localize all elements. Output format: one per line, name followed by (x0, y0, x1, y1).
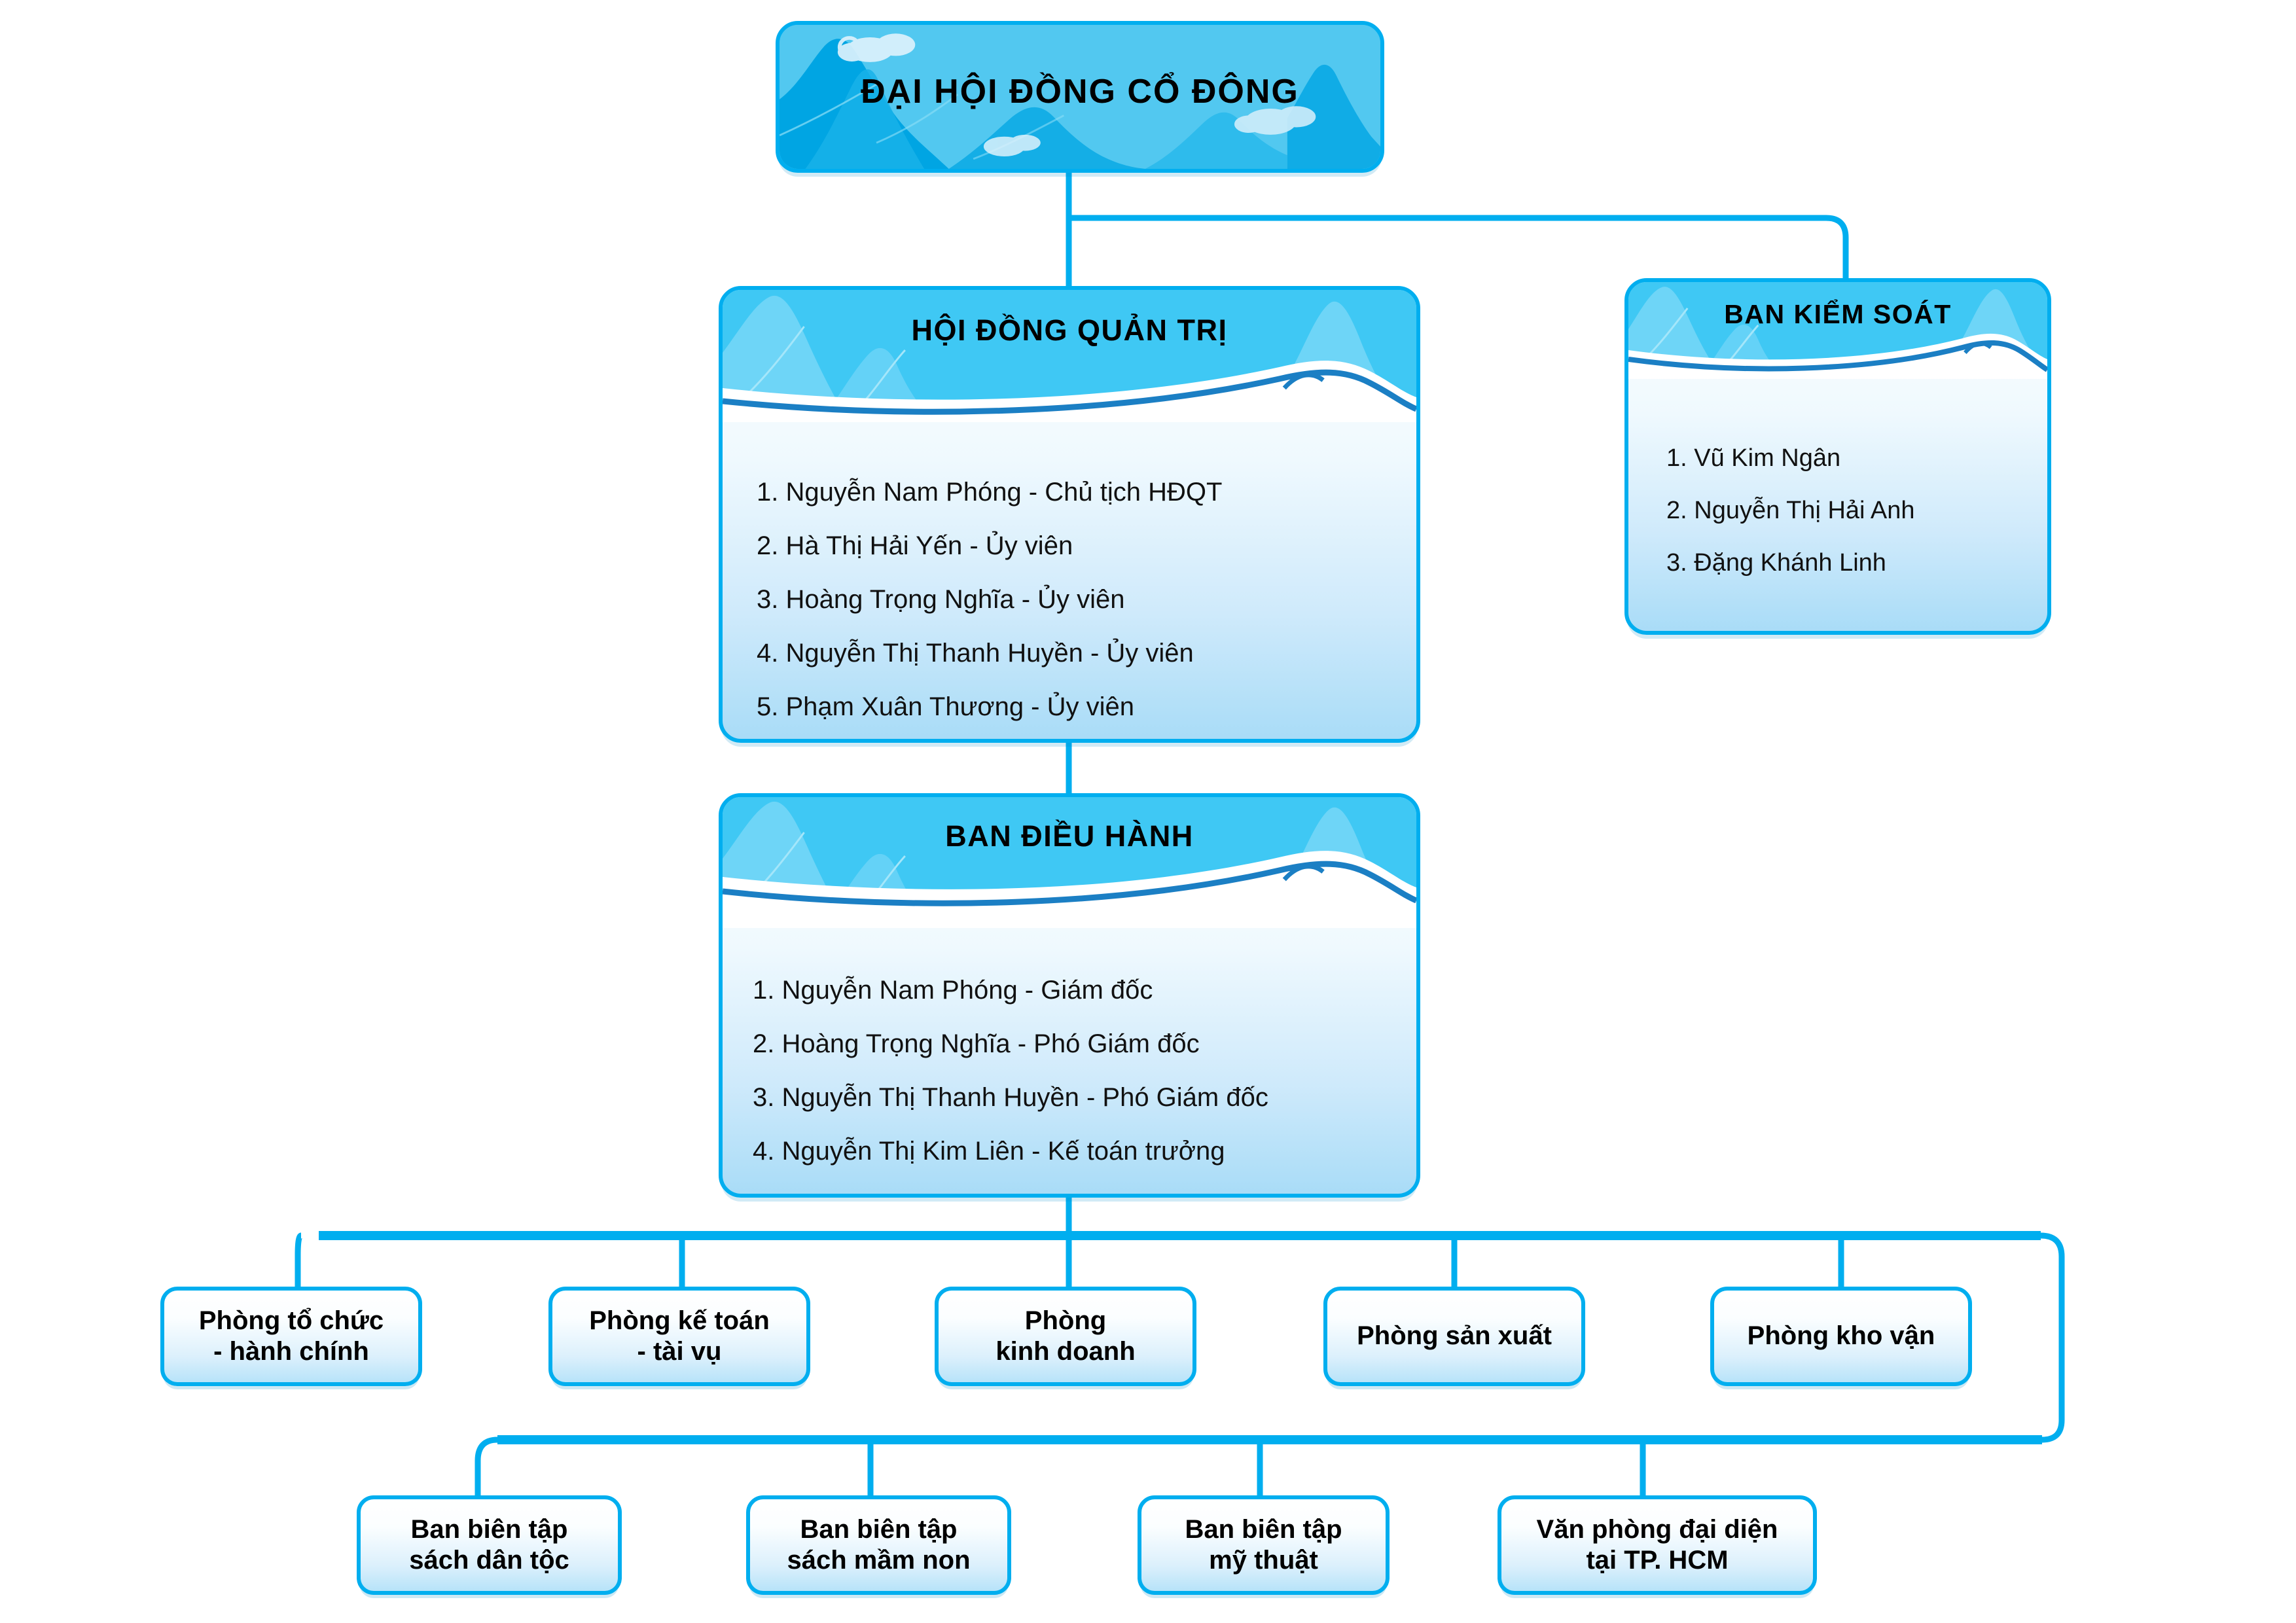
list-item: 3. Nguyễn Thị Thanh Huyền - Phó Giám đốc (753, 1083, 1268, 1112)
department-label-line1: Phòng (1024, 1306, 1107, 1335)
unit-label: Ban biên tập sách mầm non (780, 1514, 977, 1576)
department-label: Phòng kế toán - tài vụ (583, 1306, 776, 1367)
list-item: 2. Nguyễn Thị Hải Anh (1666, 496, 1915, 524)
node-board-of-directors[interactable]: HỘI ĐỒNG QUẢN TRỊ 1. Nguyễn Nam Phóng - … (719, 286, 1420, 743)
supervisory-header-band: BAN KIỂM SOÁT (1628, 282, 2047, 379)
list-item: 3. Hoàng Trọng Nghĩa - Ủy viên (757, 585, 1125, 614)
department-label: Phòng kinh doanh (989, 1306, 1141, 1367)
supervisory-member-list: 1. Vũ Kim Ngân 2. Nguyễn Thị Hải Anh 3. … (1628, 379, 2047, 589)
node-unit-preschool-book-editorial[interactable]: Ban biên tập sách mầm non (746, 1495, 1011, 1595)
node-unit-ethnic-book-editorial[interactable]: Ban biên tập sách dân tộc (357, 1495, 622, 1595)
supervisory-title: BAN KIỂM SOÁT (1724, 299, 1952, 329)
list-item: 2. Hà Thị Hải Yến - Ủy viên (757, 531, 1073, 560)
board-member-list: 1. Nguyễn Nam Phóng - Chủ tịch HĐQT 2. H… (723, 422, 1416, 734)
department-label-line1: Phòng kế toán (589, 1306, 770, 1335)
mountain-wave-art (1628, 282, 2047, 379)
node-shareholders-title: ĐẠI HỘI ĐỒNG CỔ ĐÔNG (861, 73, 1299, 111)
list-item: 4. Nguyễn Thị Thanh Huyền - Ủy viên (757, 639, 1194, 668)
node-department-business[interactable]: Phòng kinh doanh (935, 1287, 1196, 1386)
department-label: Phòng kho vận (1741, 1321, 1942, 1351)
board-title: HỘI ĐỒNG QUẢN TRỊ (911, 313, 1228, 347)
department-label-line1: Phòng kho vận (1747, 1321, 1935, 1351)
department-label-line2: kinh doanh (996, 1337, 1136, 1366)
list-item: 1. Nguyễn Nam Phóng - Giám đốc (753, 976, 1153, 1005)
list-item: 3. Đặng Khánh Linh (1666, 548, 1886, 577)
unit-label-line1: Ban biên tập (410, 1514, 568, 1544)
list-item: 2. Hoàng Trọng Nghĩa - Phó Giám đốc (753, 1029, 1200, 1058)
node-department-accounting-finance[interactable]: Phòng kế toán - tài vụ (548, 1287, 810, 1386)
node-department-organization-admin[interactable]: Phòng tổ chức - hành chính (160, 1287, 422, 1386)
unit-label-line2: sách mầm non (787, 1546, 971, 1575)
department-label: Phòng tổ chức - hành chính (192, 1306, 390, 1367)
executive-header-band: BAN ĐIỀU HÀNH (723, 797, 1416, 928)
unit-label: Ban biên tập mỹ thuật (1178, 1514, 1348, 1576)
node-shareholders-assembly[interactable]: ĐẠI HỘI ĐỒNG CỔ ĐÔNG (776, 21, 1384, 173)
hero-mountain-cloud-art (780, 25, 1380, 169)
node-supervisory-board[interactable]: BAN KIỂM SOÁT 1. Vũ Kim Ngân 2. Nguyễn T… (1624, 278, 2051, 635)
unit-label-line2: mỹ thuật (1209, 1546, 1318, 1575)
department-label: Phòng sản xuất (1350, 1321, 1558, 1351)
executive-title: BAN ĐIỀU HÀNH (945, 819, 1194, 853)
department-label-line2: - tài vụ (637, 1337, 722, 1366)
unit-label-line1: Văn phòng đại diện (1536, 1514, 1778, 1544)
node-department-warehouse-logistics[interactable]: Phòng kho vận (1710, 1287, 1972, 1386)
list-item: 1. Nguyễn Nam Phóng - Chủ tịch HĐQT (757, 478, 1223, 507)
node-unit-fine-arts-editorial[interactable]: Ban biên tập mỹ thuật (1138, 1495, 1390, 1595)
department-label-line1: Phòng tổ chức (198, 1306, 384, 1335)
unit-label-line2: tại TP. HCM (1586, 1546, 1729, 1575)
department-label-line2: - hành chính (213, 1337, 369, 1366)
list-item: 1. Vũ Kim Ngân (1666, 444, 1841, 472)
executive-member-list: 1. Nguyễn Nam Phóng - Giám đốc 2. Hoàng … (723, 928, 1416, 1178)
mountain-wave-art (723, 290, 1416, 422)
list-item: 5. Phạm Xuân Thương - Ủy viên (757, 692, 1134, 721)
node-unit-hcm-representative-office[interactable]: Văn phòng đại diện tại TP. HCM (1498, 1495, 1817, 1595)
unit-label-line2: sách dân tộc (409, 1546, 569, 1575)
node-department-production[interactable]: Phòng sản xuất (1323, 1287, 1585, 1386)
board-header-band: HỘI ĐỒNG QUẢN TRỊ (723, 290, 1416, 422)
mountain-wave-art (723, 797, 1416, 928)
unit-label-line1: Ban biên tập (800, 1514, 958, 1544)
node-executive-board[interactable]: BAN ĐIỀU HÀNH 1. Nguyễn Nam Phóng - Giám… (719, 793, 1420, 1198)
unit-label: Ban biên tập sách dân tộc (403, 1514, 576, 1576)
unit-label-line1: Ban biên tập (1185, 1514, 1342, 1544)
department-label-line1: Phòng sản xuất (1357, 1321, 1552, 1351)
list-item: 4. Nguyễn Thị Kim Liên - Kế toán trưởng (753, 1137, 1225, 1166)
unit-label: Văn phòng đại diện tại TP. HCM (1530, 1514, 1785, 1576)
